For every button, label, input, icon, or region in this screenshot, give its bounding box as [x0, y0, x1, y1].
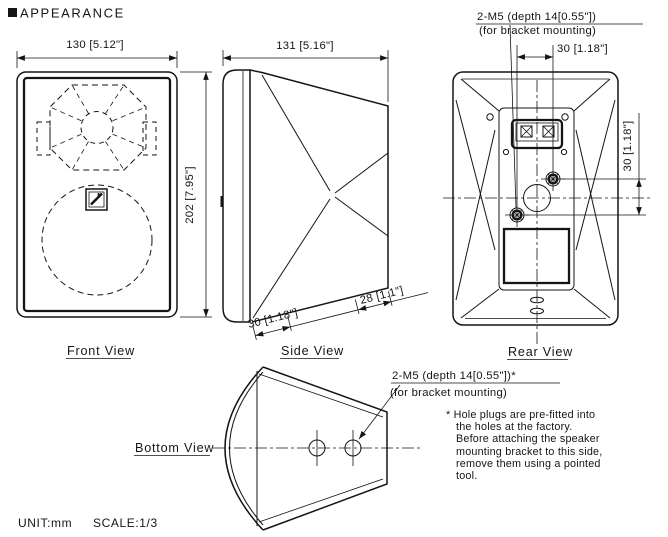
- note-line-5: remove them using a pointed: [456, 458, 601, 470]
- side-keyhole-mark: [220, 196, 223, 207]
- rear-dim-vertical-text: 30 [1.18"]: [622, 121, 634, 172]
- front-view-label: Front View: [66, 344, 135, 359]
- front-view: 130 [5.12"] 202 [7.95"] Front View: [16, 39, 212, 359]
- rear-view: 2-M5 (depth 14[0.55"]) (for bracket moun…: [443, 11, 650, 360]
- bottom-view-label: Bottom View: [134, 441, 214, 456]
- front-horn-throat: [80, 111, 114, 144]
- svg-text:Bottom View: Bottom View: [135, 441, 214, 455]
- side-view: 131 [5.16"] 30 [1.18"] 28 [1.1"] Side Vi…: [220, 40, 429, 359]
- hole-plug-note: * Hole plugs are pre-fitted into the hol…: [446, 409, 602, 482]
- rear-callout-line2: (for bracket mounting): [479, 25, 596, 37]
- bottom-view: 2-M5 (depth 14[0.55"])* (for bracket mou…: [134, 366, 602, 531]
- rear-dim-vertical: 30 [1.18"]: [526, 113, 646, 216]
- side-dim-rear-text: 28 [1.1"]: [359, 285, 405, 307]
- footer: UNIT:mm SCALE:1/3: [18, 516, 158, 530]
- bottom-m5-hole-front: [308, 430, 326, 466]
- bottom-front-arc-outer: [224, 366, 264, 531]
- note-line-4: mounting bracket to this side,: [456, 446, 602, 458]
- side-view-label: Side View: [280, 344, 344, 359]
- side-depth-dimension: 131 [5.16"]: [222, 40, 389, 102]
- svg-text:Rear View: Rear View: [508, 345, 573, 359]
- rear-view-label: Rear View: [507, 345, 573, 360]
- unit-label: UNIT:mm: [18, 516, 72, 530]
- rear-foot-ellipse-1: [530, 296, 544, 304]
- bottom-front-arc-inner: [229, 371, 264, 526]
- side-bottom-dimensions: 30 [1.18"] 28 [1.1"]: [247, 285, 429, 340]
- rear-recessed-panel: [498, 107, 575, 291]
- front-height-dimension: 202 [7.95"]: [180, 71, 212, 318]
- front-grille-outline: [22, 76, 172, 313]
- bottom-m5-hole-rear: [344, 430, 362, 466]
- sheet-title: APPEARANCE: [8, 6, 125, 21]
- front-horn-radial-lines: [49, 84, 147, 171]
- note-line-1: * Hole plugs are pre-fitted into: [446, 409, 595, 421]
- bottom-callout-line1: 2-M5 (depth 14[0.55"])*: [392, 370, 516, 382]
- rear-panel-screws: [486, 113, 569, 156]
- rear-callout-line1: 2-M5 (depth 14[0.55"]): [477, 11, 596, 23]
- side-cabinet-outline: [249, 69, 389, 323]
- rear-dim-horizontal-text: 30 [1.18"]: [557, 43, 608, 55]
- rear-callout: 2-M5 (depth 14[0.55"]) (for bracket moun…: [476, 11, 643, 209]
- front-left-bracket: [36, 121, 51, 156]
- rear-terminal-block: [510, 118, 564, 150]
- front-horn-octagon: [49, 84, 147, 171]
- side-depth-dim-text: 131 [5.16"]: [276, 40, 334, 52]
- note-line-2: the holes at the factory.: [456, 421, 572, 433]
- rear-label-plate: [502, 227, 571, 285]
- page-title: APPEARANCE: [20, 6, 125, 21]
- scale-label: SCALE:1/3: [93, 516, 158, 530]
- svg-text:Side View: Side View: [281, 344, 344, 358]
- side-taper-edges: [252, 74, 389, 319]
- side-baffle-outline: [222, 69, 251, 323]
- side-dim-front-text: 30 [1.18"]: [247, 307, 299, 331]
- front-right-bracket: [142, 121, 157, 156]
- note-line-3: Before attaching the speaker: [456, 433, 600, 445]
- bottom-callout-line2: (for bracket mounting): [390, 387, 507, 399]
- svg-text:Front View: Front View: [67, 344, 135, 358]
- rear-cabinet-outline: [452, 71, 619, 326]
- bottom-callout: 2-M5 (depth 14[0.55"])* (for bracket mou…: [358, 370, 560, 440]
- rear-foot-ellipse-2: [530, 307, 544, 315]
- front-width-dim-text: 130 [5.12"]: [66, 39, 124, 51]
- rear-cable-hole: [523, 184, 551, 212]
- note-line-6: tool.: [456, 470, 477, 482]
- front-cabinet-outline: [16, 71, 178, 318]
- front-woofer-circle: [41, 184, 153, 296]
- title-square-icon: [8, 8, 17, 17]
- front-height-dim-text: 202 [7.95"]: [184, 166, 196, 224]
- front-width-dimension: 130 [5.12"]: [16, 39, 178, 68]
- rear-dim-horizontal: 30 [1.18"]: [516, 43, 608, 227]
- brand-logo-icon: [85, 188, 108, 211]
